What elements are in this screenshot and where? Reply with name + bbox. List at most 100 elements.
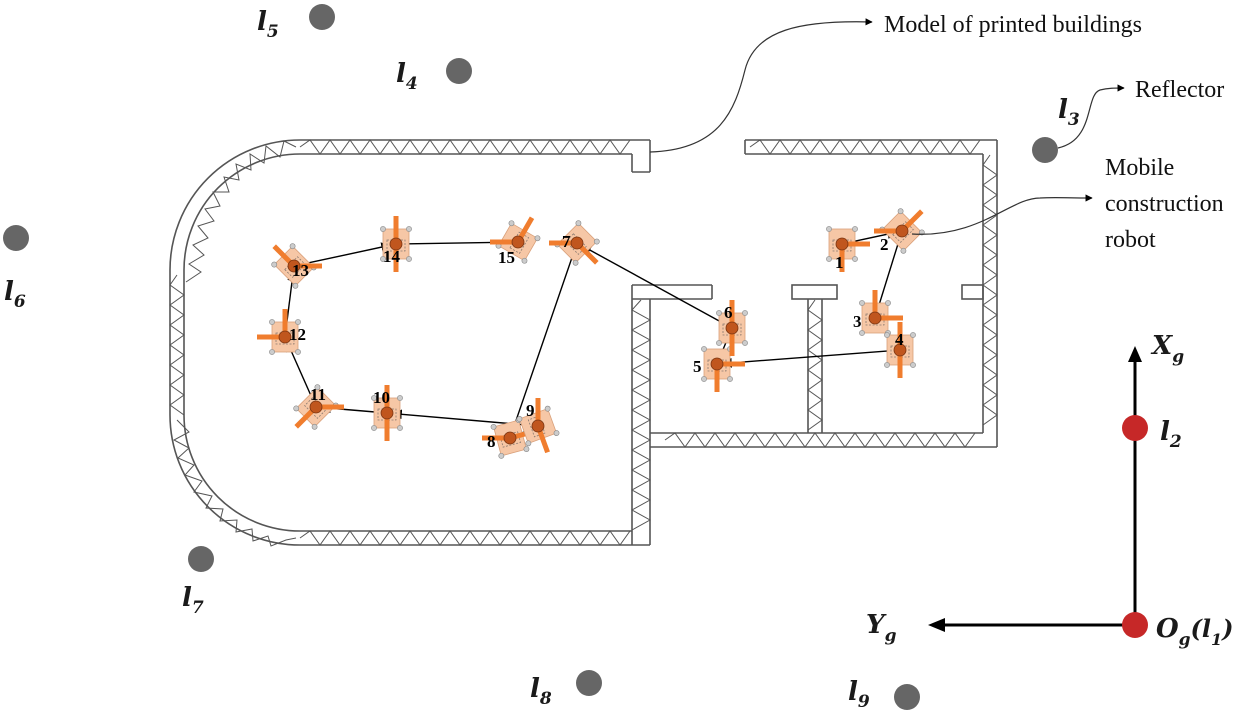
landmark-dot — [188, 546, 214, 572]
robot-number-label: 13 — [292, 261, 309, 280]
robot-wheel — [371, 395, 377, 401]
robot-wheel — [593, 238, 600, 245]
robot-wheel — [508, 220, 515, 227]
robot-wheel — [311, 423, 318, 430]
robot-number-label: 4 — [895, 330, 904, 349]
robot-pose-5: 5 — [693, 346, 745, 392]
robot-center-dot — [895, 224, 909, 238]
robot-number-label: 14 — [383, 247, 401, 266]
wall-middle — [630, 284, 713, 545]
x-axis-arrowhead — [1128, 346, 1142, 362]
robot-pose-8: 8 — [482, 417, 538, 459]
robot-wheel — [544, 405, 551, 412]
robot-center-dot — [570, 236, 584, 250]
robot-wheel — [910, 332, 916, 338]
robot-wheel — [910, 362, 916, 368]
robot-pose-2: 2 — [874, 208, 925, 254]
robot-pose-7: 7 — [549, 220, 600, 266]
landmark-label: l9 — [848, 677, 870, 712]
x-axis-label: Xg — [1150, 331, 1184, 367]
landmark-dot — [1032, 137, 1058, 163]
robot-center-dot — [389, 237, 403, 251]
robot-wheel — [523, 446, 530, 453]
robot-wheel — [490, 423, 497, 430]
robot-wheel — [553, 430, 560, 436]
robot-number-label: 7 — [562, 232, 571, 251]
robot-number-label: 10 — [373, 388, 390, 407]
landmark-dot — [309, 4, 335, 30]
wall-rounded-left — [169, 139, 301, 547]
landmark-label: l7 — [182, 583, 204, 618]
landmark-l4: l4 — [396, 58, 472, 94]
reflector-label: Reflector — [1135, 77, 1224, 103]
landmark-label: l5 — [257, 7, 279, 42]
robot-center-dot — [278, 330, 292, 344]
annotation-model: Model of printed buildings — [649, 12, 1142, 153]
path-segment-6-7 — [581, 245, 728, 326]
robot-center-dot — [725, 321, 739, 335]
robot-wheel — [716, 310, 722, 316]
landmark-l7: l7 — [182, 546, 214, 618]
landmark-dot — [894, 684, 920, 710]
robot-wheel — [295, 349, 301, 355]
robot-wheel — [852, 256, 858, 262]
robot-wheel — [884, 332, 890, 338]
robot-pose-12: 12 — [257, 309, 306, 355]
robot-wheel — [295, 319, 301, 325]
robot-number-label: 3 — [853, 312, 862, 331]
robot-wheel — [380, 226, 386, 232]
robot-center-dot — [380, 406, 394, 420]
wall-partition — [791, 284, 838, 433]
robot-center-dot — [710, 357, 724, 371]
robot-number-label: 9 — [526, 401, 535, 420]
printed-building-model — [169, 139, 998, 547]
robot-wheel — [897, 208, 904, 215]
wall-bottom-left — [299, 530, 650, 546]
path-segment-13-14 — [299, 242, 392, 266]
origin-dot — [1122, 612, 1148, 638]
robot-center-dot — [835, 237, 849, 251]
robot-center-dot — [287, 259, 301, 273]
annotation-reflector: Reflector — [1057, 77, 1224, 149]
robot-label-line1: Mobile — [1105, 155, 1174, 181]
robot-number-label: 12 — [289, 325, 306, 344]
landmark-label: l3 — [1058, 95, 1080, 130]
robot-wheel — [289, 243, 296, 250]
robot-wheel — [406, 226, 412, 232]
robot-number-label: 6 — [724, 303, 733, 322]
landmark-l2-dot — [1122, 415, 1148, 441]
robot-pose-13: 13 — [271, 243, 322, 289]
y-axis-label: Yg — [866, 610, 897, 646]
landmark-l3: l3 — [1032, 95, 1080, 163]
robot-wheel — [701, 346, 707, 352]
landmark-dot — [3, 225, 29, 251]
landmark-label: l6 — [4, 277, 26, 312]
robot-center-dot — [503, 431, 517, 445]
robot-number-label: 1 — [835, 253, 844, 272]
robot-wheel — [859, 300, 865, 306]
wall-right — [961, 140, 998, 447]
robot-wheel — [534, 235, 541, 242]
robot-pose-10: 10 — [371, 385, 403, 441]
robot-wheel — [406, 256, 412, 262]
robot-number-label: 15 — [498, 248, 515, 267]
landmark-l2: l2 — [1160, 417, 1182, 452]
robot-center-dot — [868, 311, 882, 325]
wall-top-right — [744, 139, 997, 155]
robot-pose-3: 3 — [853, 290, 903, 336]
robot-center-dot — [309, 400, 323, 414]
robot-label-line2: construction — [1105, 191, 1224, 217]
robot-wheel — [371, 425, 377, 431]
robot-pose-1: 1 — [826, 226, 870, 272]
robot-number-label: 5 — [693, 357, 702, 376]
robot-wheel — [516, 416, 523, 422]
robot-wheel — [826, 256, 832, 262]
landmark-label: l2 — [1160, 417, 1182, 452]
robot-wheel — [397, 395, 403, 401]
robot-pose-9: 9 — [516, 398, 560, 454]
robot-label-line3: robot — [1105, 227, 1156, 253]
robot-wheel — [271, 261, 278, 268]
robot-center-dot — [531, 419, 545, 433]
